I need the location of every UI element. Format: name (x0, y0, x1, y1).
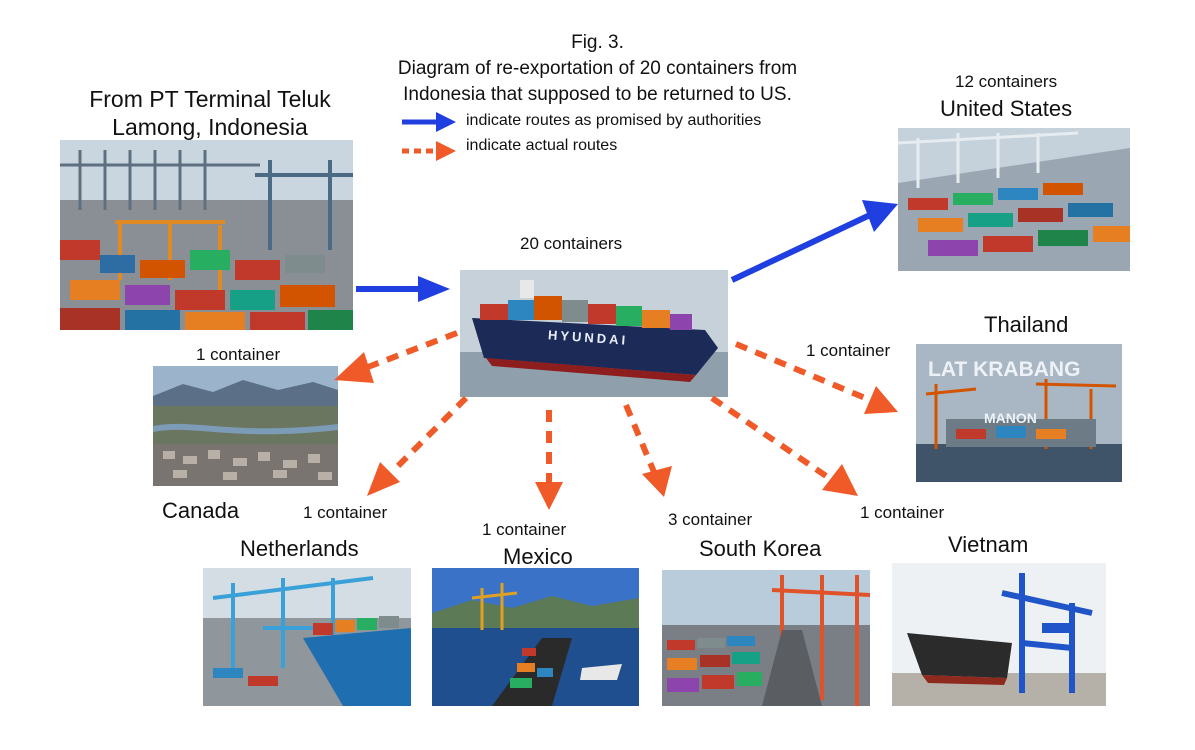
netherlands-port-photo (203, 568, 411, 706)
vietnam-count-label: 1 container (860, 503, 945, 522)
ship-count-label: 20 containers (520, 234, 623, 253)
legend-blue-arrow-icon (402, 112, 456, 132)
route-ship-to-vietnam-line (710, 395, 834, 483)
source-title-line-2: Lamong, Indonesia (112, 114, 308, 140)
thailand-port-photo: LAT KRABANG MANON (916, 344, 1122, 482)
legend-orange-arrow-icon (402, 141, 456, 161)
netherlands-name-label: Netherlands (240, 536, 359, 561)
south-korea-port-photo (662, 570, 870, 706)
south-korea-arrowhead-icon (642, 466, 672, 497)
us-name-label: United States (940, 96, 1073, 121)
vietnam-name-label: Vietnam (948, 532, 1029, 557)
caption-line-1: Diagram of re-exportation of 20 containe… (397, 58, 798, 79)
legend-arrows (402, 112, 456, 161)
route-ship-to-canada-line (366, 330, 459, 370)
netherlands-count-label: 1 container (303, 503, 388, 522)
figure-caption: Fig. 3. Diagram of re-exportation of 20 … (0, 30, 1195, 108)
source-title-line-1: From PT Terminal Teluk (89, 86, 331, 112)
mexico-port-photo (432, 568, 639, 706)
us-port-photo (898, 128, 1130, 271)
mexico-name-label: Mexico (503, 544, 573, 569)
netherlands-arrowhead-icon (367, 462, 400, 496)
route-ship-to-netherlands-line (389, 395, 469, 475)
vietnam-arrowhead-icon (822, 464, 858, 496)
route-ship-to-south-korea-line (623, 403, 657, 474)
thailand-arrowhead-icon (864, 386, 898, 414)
thailand-sign-text: LAT KRABANG (928, 358, 1081, 381)
canada-arrowhead-icon (334, 352, 374, 383)
legend-promised-label: indicate routes as promised by authoriti… (466, 112, 762, 129)
route-ship-to-us-arrow (730, 200, 898, 283)
thailand-name-label: Thailand (984, 312, 1069, 337)
thailand-count-label: 1 container (806, 341, 891, 360)
mexico-arrowhead-icon (535, 482, 563, 510)
south-korea-count-label: 3 container (668, 510, 753, 529)
us-count-label: 12 containers (955, 72, 1058, 91)
indonesia-port-photo (60, 140, 353, 330)
south-korea-name-label: South Korea (699, 536, 822, 561)
legend-actual-label: indicate actual routes (466, 137, 618, 154)
source-title: From PT Terminal Teluk Lamong, Indonesia (60, 85, 360, 141)
canada-count-label: 1 container (196, 345, 281, 364)
canada-city-photo (153, 366, 338, 486)
vietnam-port-photo (892, 563, 1106, 706)
canada-name-label: Canada (162, 498, 240, 523)
container-ship-photo: HYUNDAI (460, 270, 728, 397)
thailand-sign-subtext: MANON (984, 410, 1037, 426)
caption-line-2: Indonesia that supposed to be returned t… (403, 84, 792, 105)
figure-number: Fig. 3. (571, 32, 624, 53)
mexico-count-label: 1 container (482, 520, 567, 539)
route-indonesia-to-ship-arrow (356, 276, 450, 302)
